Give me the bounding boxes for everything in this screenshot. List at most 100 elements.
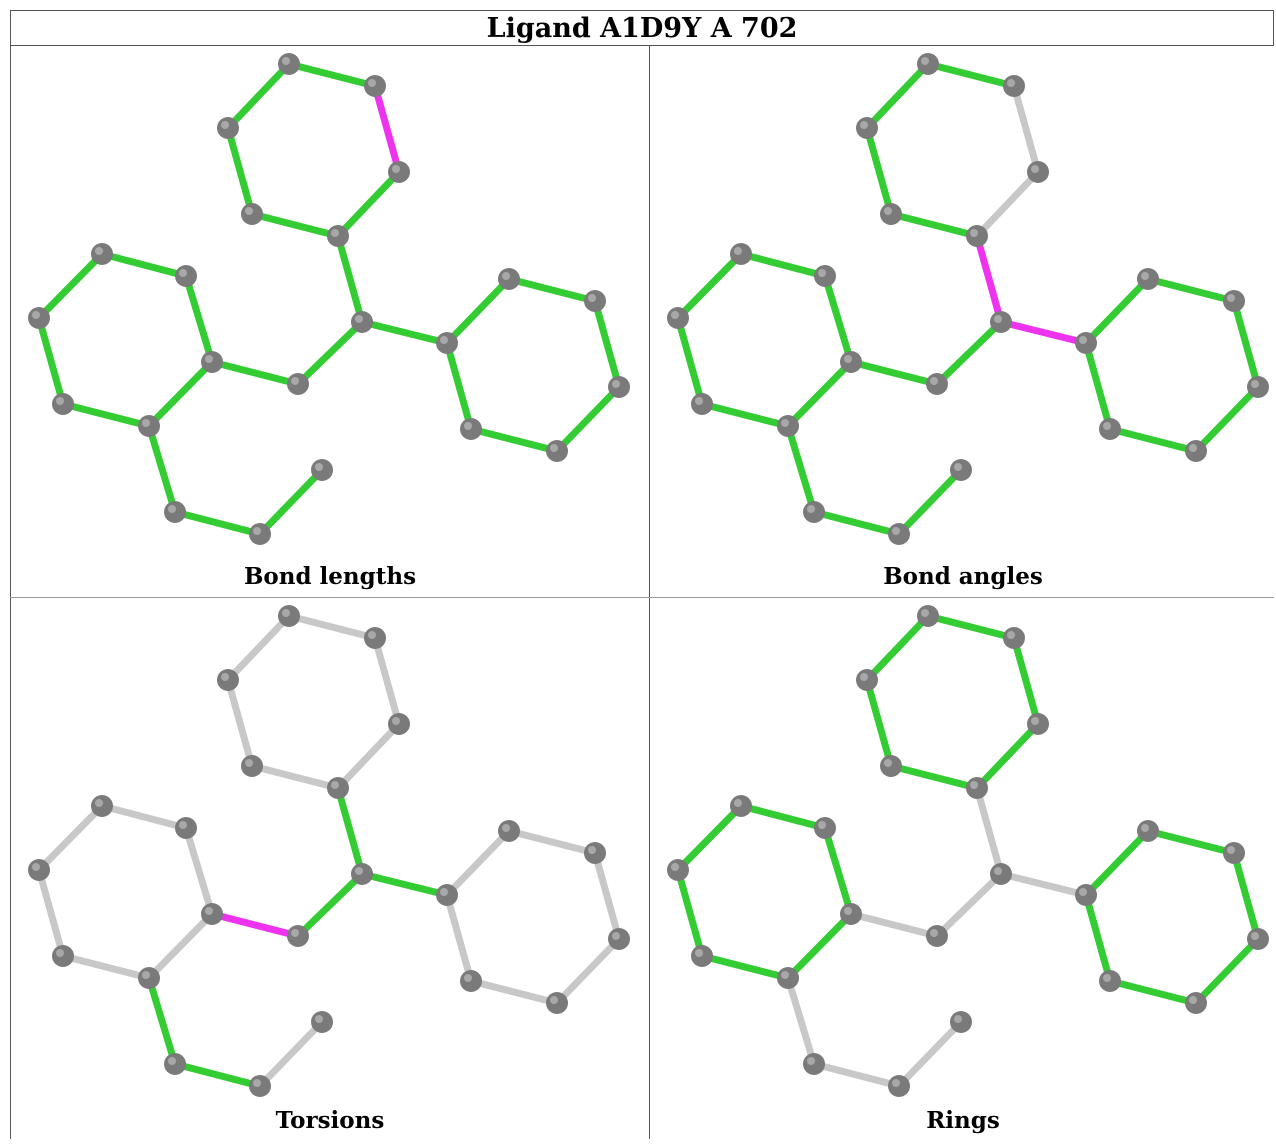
atom-highlight <box>291 929 299 937</box>
atom <box>460 418 482 440</box>
atom-highlight <box>142 419 150 427</box>
bond <box>737 802 829 832</box>
bond <box>1106 977 1200 1007</box>
page-title: Ligand A1D9Y A 702 <box>10 10 1274 46</box>
bond <box>334 784 366 878</box>
frame-row-divider <box>10 597 1274 598</box>
atom <box>241 203 263 225</box>
atom <box>175 817 197 839</box>
atom-highlight <box>282 57 290 65</box>
atom <box>814 265 836 287</box>
atom-highlight <box>331 229 339 237</box>
atom <box>287 373 309 395</box>
bond <box>145 358 216 430</box>
bond <box>863 676 895 770</box>
atom-highlight <box>56 949 64 957</box>
bond <box>208 358 302 388</box>
atom-highlight <box>818 269 826 277</box>
panel-caption: Torsions <box>275 1107 385 1134</box>
bond <box>863 124 895 218</box>
atom <box>691 945 713 967</box>
atom <box>1223 290 1245 312</box>
atom-highlight <box>392 717 400 725</box>
atom <box>803 501 825 523</box>
atom <box>880 203 902 225</box>
bond <box>334 168 403 240</box>
bond <box>145 974 179 1068</box>
bond <box>208 910 302 940</box>
atom-highlight <box>550 996 558 1004</box>
bond <box>847 358 941 388</box>
atom <box>164 1053 186 1075</box>
atom-highlight <box>1141 824 1149 832</box>
atom <box>1137 268 1159 290</box>
atom-highlight <box>892 527 900 535</box>
atom <box>917 53 939 75</box>
bond <box>98 802 190 832</box>
atom <box>388 161 410 183</box>
atom <box>138 415 160 437</box>
atom-highlight <box>844 355 852 363</box>
bond <box>294 318 366 388</box>
atom <box>28 859 50 881</box>
atom-highlight <box>56 397 64 405</box>
atom <box>608 376 630 398</box>
bond <box>591 849 623 943</box>
atom <box>1185 992 1207 1014</box>
atom <box>966 777 988 799</box>
bond <box>933 318 1005 388</box>
bond <box>895 1018 965 1090</box>
bond <box>674 802 745 874</box>
atom-highlight <box>781 971 789 979</box>
bond <box>591 297 623 391</box>
atom <box>91 795 113 817</box>
atom <box>803 1053 825 1075</box>
atom-highlight <box>970 781 978 789</box>
bond <box>256 1018 326 1090</box>
atom <box>584 290 606 312</box>
atom <box>814 817 836 839</box>
bond <box>1082 827 1152 899</box>
atom <box>608 928 630 950</box>
atom-highlight <box>671 863 679 871</box>
atom <box>1099 418 1121 440</box>
bond <box>847 910 941 940</box>
bond <box>224 612 293 684</box>
atom <box>926 925 948 947</box>
atom <box>217 117 239 139</box>
bond <box>553 935 623 1007</box>
frame-left <box>10 46 11 1139</box>
bond <box>35 802 106 874</box>
atom <box>1099 970 1121 992</box>
atom-highlight <box>734 247 742 255</box>
molecule-diagram <box>28 605 630 1097</box>
atom <box>364 627 386 649</box>
bond <box>443 891 475 985</box>
bond <box>1082 891 1114 985</box>
atom-highlight <box>32 863 40 871</box>
atom-highlight <box>818 821 826 829</box>
atom-highlight <box>315 463 323 471</box>
bond <box>145 422 179 516</box>
panel-bond-lengths: Bond lengths <box>11 46 649 596</box>
bond <box>698 952 792 982</box>
bond <box>371 634 403 728</box>
atom <box>175 265 197 287</box>
atom-highlight <box>368 79 376 87</box>
bond <box>294 870 366 940</box>
atom <box>856 117 878 139</box>
bond <box>784 910 855 982</box>
atom <box>667 859 689 881</box>
atom <box>217 669 239 691</box>
atom-highlight <box>502 272 510 280</box>
atom-highlight <box>1227 846 1235 854</box>
atom <box>52 945 74 967</box>
atom <box>777 967 799 989</box>
atom <box>950 459 972 481</box>
bond <box>1010 82 1042 176</box>
atom-highlight <box>1103 974 1111 982</box>
bond <box>59 952 153 982</box>
atom-highlight <box>253 527 261 535</box>
atom-highlight <box>588 294 596 302</box>
atom <box>1137 820 1159 842</box>
